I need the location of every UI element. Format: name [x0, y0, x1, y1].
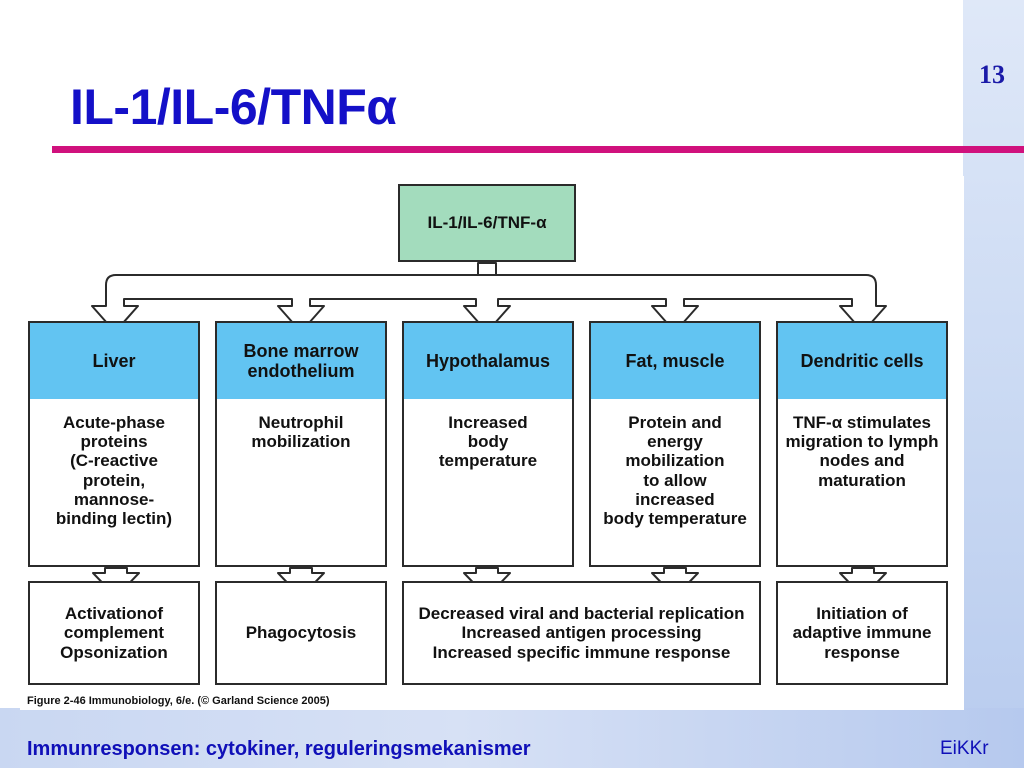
phagocytosis-outcome: Phagocytosis — [215, 581, 387, 685]
fat-muscle-effect: Protein and energy mobilization to allow… — [589, 399, 761, 567]
hypothalamus-effect: Increased body temperature — [402, 399, 574, 567]
dendritic-cells-effect: TNF-α stimulates migration to lymph node… — [776, 399, 948, 567]
cytokine-effects-diagram: IL-1/IL-6/TNF-α Liver Bone marrow endoth… — [20, 176, 964, 710]
fat-muscle-header: Fat, muscle — [589, 321, 761, 401]
adaptive-response-outcome: Initiation of adaptive immune response — [776, 581, 948, 685]
footer-band — [0, 708, 1024, 768]
footer-author: EiKKr — [940, 738, 989, 759]
complement-outcome: Activationof complement Opsonization — [28, 581, 200, 685]
liver-effect: Acute-phase proteins (C-reactive protein… — [28, 399, 200, 567]
figure-caption: Figure 2-46 Immunobiology, 6/e. (© Garla… — [27, 695, 330, 707]
title-rule — [52, 146, 1024, 153]
distribution-arrows — [91, 262, 887, 333]
replication-outcome: Decreased viral and bacterial replicatio… — [402, 581, 761, 685]
bone-marrow-header: Bone marrow endothelium — [215, 321, 387, 401]
root-cytokine-box: IL-1/IL-6/TNF-α — [398, 184, 576, 262]
liver-header: Liver — [28, 321, 200, 401]
bone-marrow-effect: Neutrophil mobilization — [215, 399, 387, 567]
dendritic-cells-header: Dendritic cells — [776, 321, 948, 401]
slide-title: IL-1/IL-6/TNFα — [70, 79, 397, 135]
side-band — [963, 0, 1024, 768]
hypothalamus-header: Hypothalamus — [402, 321, 574, 401]
footer-title: Immunresponsen: cytokiner, reguleringsme… — [27, 738, 531, 760]
slide-number: 13 — [979, 60, 1005, 89]
